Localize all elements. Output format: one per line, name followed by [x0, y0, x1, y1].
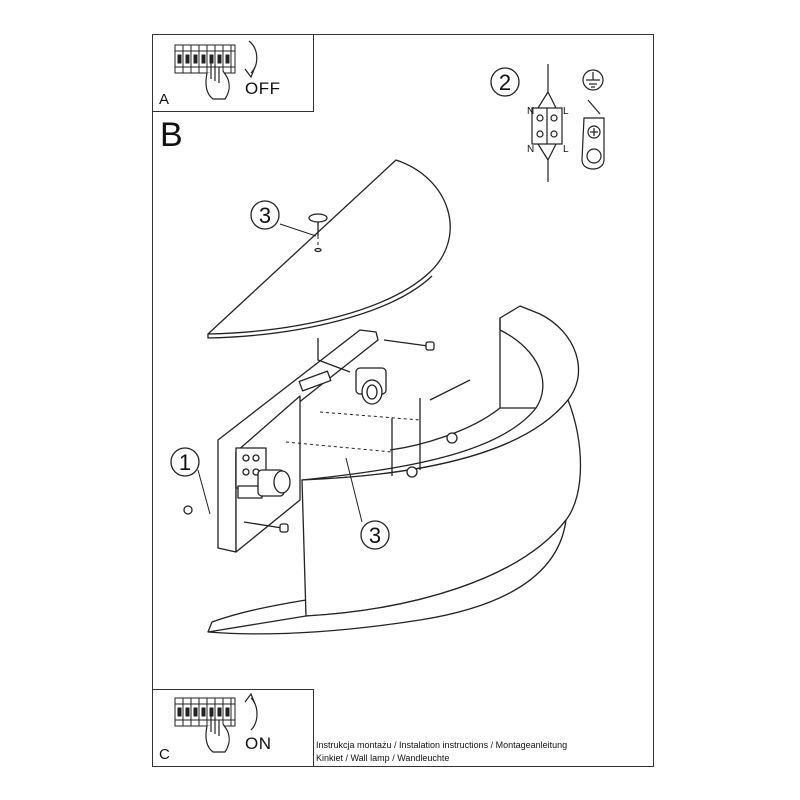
panel-step-c: C ON: [152, 689, 314, 767]
footer-line-2: Kinkiet / Wall lamp / Wandleuchte: [316, 753, 450, 763]
lamp-socket-icon: [257, 367, 387, 497]
bottom-cover: [207, 519, 567, 635]
panel-step-a: A OFF: [152, 34, 314, 112]
step-a-letter: A: [159, 91, 170, 108]
hand-icon: [205, 714, 230, 753]
callout-circle-mount-plate: [170, 447, 200, 477]
top-cover: [207, 159, 451, 335]
rotate-arrow-icon: [244, 692, 258, 731]
wiring-detail: [531, 64, 563, 182]
callout-circle-wiring: [490, 67, 520, 97]
wire-live-bottom: L: [563, 144, 569, 155]
callout-circle-screw-bottom: [360, 520, 390, 550]
rotate-arrow-icon: [244, 40, 258, 79]
step-c-letter: C: [159, 746, 170, 763]
wire-live-top: L: [563, 106, 569, 117]
ground-symbol-icon: [582, 69, 604, 91]
footer-caption: Instrukcja montażu / Instalation instruc…: [316, 739, 567, 765]
callout-screw-top: 3: [259, 203, 271, 228]
callout-mount-plate: 1: [179, 450, 191, 475]
footer-line-1: Instrukcja montażu / Instalation instruc…: [316, 740, 568, 750]
mounting-plate: [217, 329, 379, 553]
callout-screw-bottom: 3: [369, 523, 381, 548]
step-c-state: ON: [245, 734, 272, 753]
screw-icon: [183, 213, 458, 533]
wire-neutral-bottom: N: [527, 144, 534, 155]
hand-icon: [205, 61, 230, 100]
wire-neutral-top: N: [527, 106, 534, 117]
step-a-state: OFF: [245, 79, 281, 98]
callout-circle-screw-top: [250, 200, 280, 230]
callout-wiring: 2: [499, 70, 511, 95]
step-b-letter: B: [160, 116, 183, 154]
diagram-frame: [152, 34, 654, 767]
breaker-panel-icon: [174, 697, 236, 727]
